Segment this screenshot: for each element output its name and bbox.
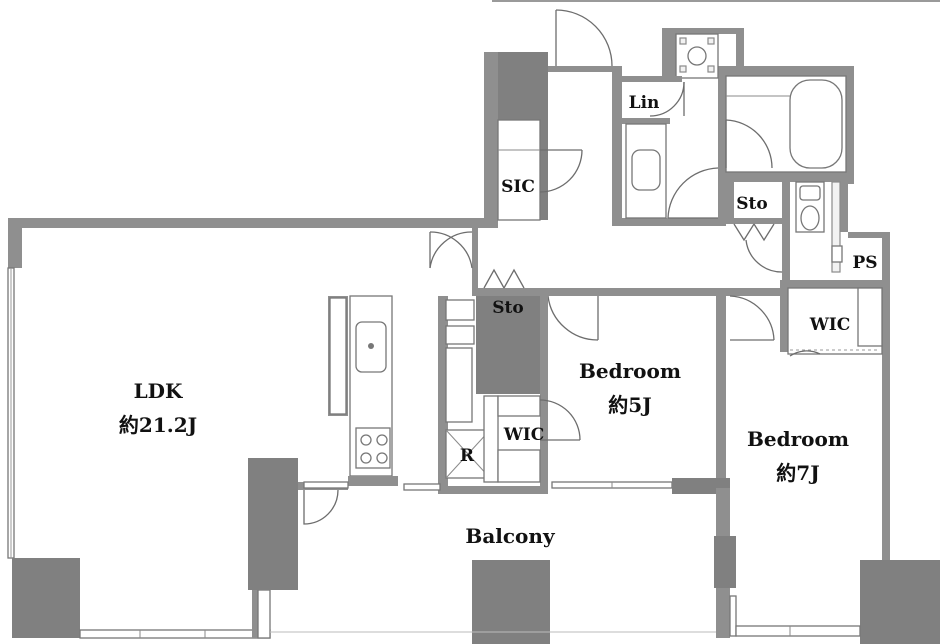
room-name-bedroom-1: Bedroom: [579, 359, 681, 383]
room-name-balcony: Balcony: [465, 524, 556, 548]
ps-area: [848, 232, 890, 280]
balcony-area: [270, 478, 940, 644]
room-size-bedroom-2: 約7J: [776, 461, 819, 485]
entrance-walls: [484, 52, 720, 228]
space-label-lin: Lin: [629, 93, 660, 113]
space-label-wic-bedroom2: WIC: [809, 315, 851, 335]
room-size-bedroom-1: 約5J: [608, 393, 651, 417]
space-label-wic-bedroom1: WIC: [503, 425, 545, 445]
sto-bath-area: [726, 182, 784, 242]
room-name-ldk: LDK: [134, 379, 183, 403]
entrance-door: [555, 9, 613, 67]
sic-door: [539, 149, 583, 193]
room-name-bedroom-2: Bedroom: [747, 427, 849, 451]
bath-block: [662, 28, 854, 280]
center-core: [438, 296, 581, 494]
space-label-ps: PS: [852, 253, 877, 273]
room-size-ldk: 約21.2J: [119, 413, 197, 437]
lin-area: [622, 76, 719, 219]
hallway-walls: [429, 228, 890, 560]
space-label-sic: SIC: [501, 177, 535, 197]
space-label-sto-hall: Sto: [492, 298, 523, 318]
space-label-refrigerator: R: [460, 446, 475, 466]
top-frame-line: [492, 0, 940, 2]
wic-bedroom2: [787, 287, 883, 357]
kitchen: [328, 295, 398, 486]
ldk-walls: [7, 218, 496, 639]
space-label-sto-bath: Sto: [736, 194, 767, 214]
